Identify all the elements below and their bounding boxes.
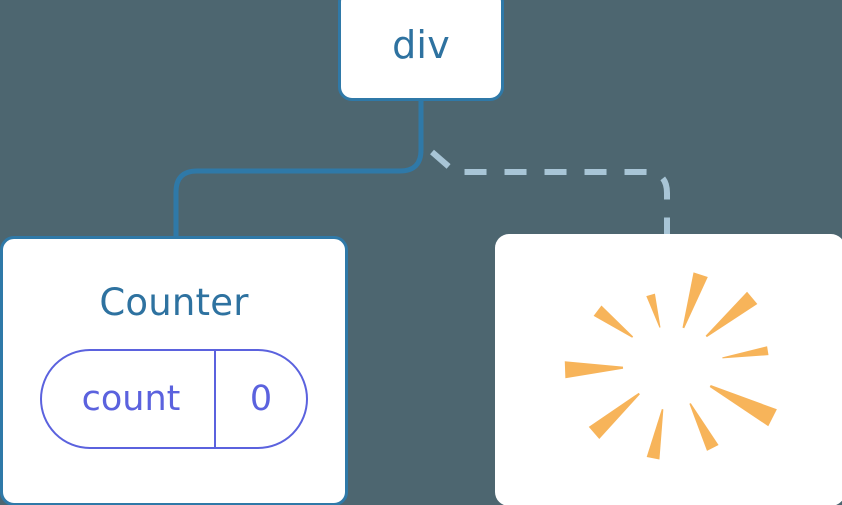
- state-pill-value: 0: [214, 351, 306, 447]
- node-rerender[interactable]: [495, 234, 842, 505]
- starburst-icon: [564, 272, 777, 460]
- edge-div-to-counter: [173, 97, 424, 243]
- node-div[interactable]: div: [338, 0, 504, 101]
- edge-div-to-render: [430, 149, 670, 240]
- starburst-ray-7: [689, 403, 719, 451]
- starburst-ray-9: [722, 346, 769, 359]
- starburst-ray-1: [682, 272, 708, 329]
- starburst-ray-5: [588, 392, 640, 439]
- state-pill-key: count: [81, 378, 181, 419]
- starburst-ray-6: [646, 409, 664, 460]
- starburst-ray-10: [705, 291, 758, 338]
- starburst-ray-3: [593, 305, 634, 338]
- starburst-ray-8: [709, 384, 777, 427]
- node-div-label: div: [392, 22, 450, 67]
- node-counter[interactable]: Counter count 0: [0, 236, 348, 505]
- state-pill-count[interactable]: count 0: [40, 349, 308, 449]
- starburst-ray-2: [646, 293, 661, 328]
- node-counter-label: Counter: [99, 281, 249, 324]
- starburst-ray-4: [564, 361, 624, 379]
